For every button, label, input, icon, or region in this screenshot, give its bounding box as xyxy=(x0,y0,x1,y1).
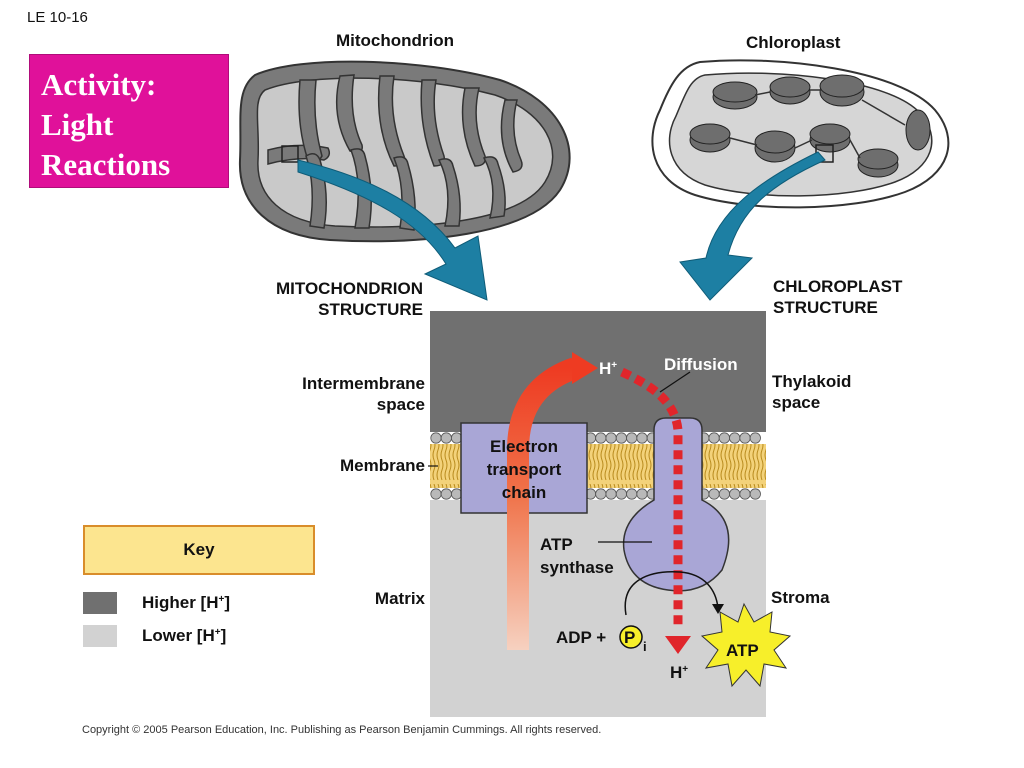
mitochondrion-label: Mitochondrion xyxy=(336,31,455,50)
phospholipid-head xyxy=(739,432,751,444)
slide-title: Activity: Light Reactions xyxy=(41,67,171,182)
phospholipid-head xyxy=(430,488,442,500)
diffusion-label: Diffusion xyxy=(664,355,738,374)
adp-label: ADP + xyxy=(556,628,607,647)
chloroplast-label: Chloroplast xyxy=(746,33,841,52)
lower-h-label: Lower [H+] xyxy=(142,626,227,645)
mitochondrion-illustration xyxy=(238,60,571,243)
intermembrane-space-label: Intermembrane space xyxy=(302,374,425,414)
copyright-notice: Copyright © 2005 Pearson Education, Inc.… xyxy=(82,724,602,736)
matrix-label: Matrix xyxy=(374,589,425,608)
diffusion-leader-line xyxy=(659,371,691,393)
phospholipid-head xyxy=(749,432,761,444)
h-ion-top-label: H+ xyxy=(599,359,618,378)
phospholipid-head xyxy=(615,432,628,444)
thylakoid-space-label: Thylakoid space xyxy=(772,372,852,412)
slide-id: LE 10-16 xyxy=(27,9,88,26)
chloroplast-illustration xyxy=(651,59,950,209)
atp-label: ATP xyxy=(726,641,759,660)
phospholipid-head xyxy=(605,432,617,444)
mitochondrion-structure-label: MITOCHONDRION STRUCTURE xyxy=(275,279,423,319)
stroma-label: Stroma xyxy=(771,588,830,607)
phospholipid-head xyxy=(729,432,741,444)
intermembrane-region xyxy=(430,311,766,432)
phospholipid-head xyxy=(708,488,720,500)
proton-flow-up-arrow xyxy=(507,357,579,650)
phospholipid-head xyxy=(626,432,638,444)
phospholipid-head xyxy=(729,488,741,500)
atp-synthase xyxy=(622,417,730,592)
adp-to-atp-arrow xyxy=(624,571,719,616)
phosphate-subscript: i xyxy=(643,639,647,654)
phospholipid-head xyxy=(440,488,452,500)
phospholipid-head xyxy=(708,432,720,444)
phospholipid-head xyxy=(595,488,607,500)
phospholipid-head xyxy=(626,488,638,500)
teal-arrow-left xyxy=(297,159,488,301)
h-ion-bottom-label: H+ xyxy=(670,663,689,682)
key-title: Key xyxy=(183,540,215,559)
phospholipid-head xyxy=(636,488,648,500)
phospholipid-head xyxy=(718,488,731,500)
phospholipid-head xyxy=(595,432,607,444)
atp-starburst xyxy=(700,602,792,688)
phospholipid-head xyxy=(636,432,648,444)
phospholipid-head xyxy=(605,488,617,500)
phospholipid-head xyxy=(440,432,452,444)
phospholipid-head xyxy=(430,432,442,444)
phospholipid-head xyxy=(749,488,761,500)
higher-h-swatch xyxy=(83,592,117,614)
teal-arrow-right xyxy=(679,151,826,301)
phosphate-circle xyxy=(619,625,643,649)
chloroplast-structure-label: CHLOROPLAST STRUCTURE xyxy=(773,277,903,317)
membrane-label: Membrane xyxy=(339,456,425,475)
electron-transport-chain-label: Electron transport chain xyxy=(486,437,562,502)
key-box: Key xyxy=(83,525,315,575)
phospholipid-head xyxy=(718,432,731,444)
title-box: Activity: Light Reactions xyxy=(29,54,229,188)
higher-h-label: Higher [H+] xyxy=(142,593,231,612)
phospholipid-head xyxy=(615,488,628,500)
phosphate-label: P xyxy=(624,628,636,647)
lower-h-swatch xyxy=(83,625,117,647)
phospholipid-head xyxy=(739,488,751,500)
atp-synthase-label: ATP synthase xyxy=(540,535,614,577)
diffusion-dashed-arrow xyxy=(620,367,683,630)
